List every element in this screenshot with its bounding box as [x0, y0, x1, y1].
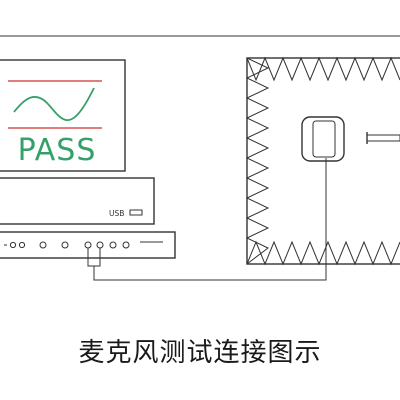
analyzer-connector-3	[84, 241, 92, 249]
audio-analyzer	[0, 231, 176, 259]
analyzer-connector-5	[109, 241, 117, 249]
monitor: PASS	[0, 59, 126, 172]
chamber-foam-top	[246, 56, 400, 82]
speaker-body	[301, 116, 345, 162]
chamber-foam-bottom	[246, 240, 400, 266]
waveform	[13, 87, 95, 121]
analyzer-case	[0, 231, 176, 259]
analyzer-connector-6	[122, 241, 130, 249]
usb-port	[129, 209, 143, 216]
monitor-frame	[0, 59, 126, 172]
usb-label: USB	[109, 209, 124, 218]
controller-case	[0, 177, 155, 225]
controller-unit: USB	[0, 177, 155, 225]
chamber-wall	[246, 57, 400, 265]
analyzer-connector-2	[61, 241, 69, 249]
diagram-caption: 麦克风测试连接图示	[78, 338, 322, 368]
analyzer-connector-1	[39, 241, 47, 249]
analyzer-knob-1	[9, 241, 17, 249]
microphone	[366, 134, 400, 142]
pass-label: PASS	[18, 133, 97, 168]
analyzer-connector-4	[96, 241, 104, 249]
analyzer-knob-2	[18, 241, 26, 249]
speaker-cone	[312, 120, 336, 158]
analyzer-output-cable	[87, 248, 101, 267]
microphone-cable	[93, 158, 327, 281]
chamber-foam-left	[245, 57, 270, 265]
anechoic-chamber	[245, 56, 400, 266]
